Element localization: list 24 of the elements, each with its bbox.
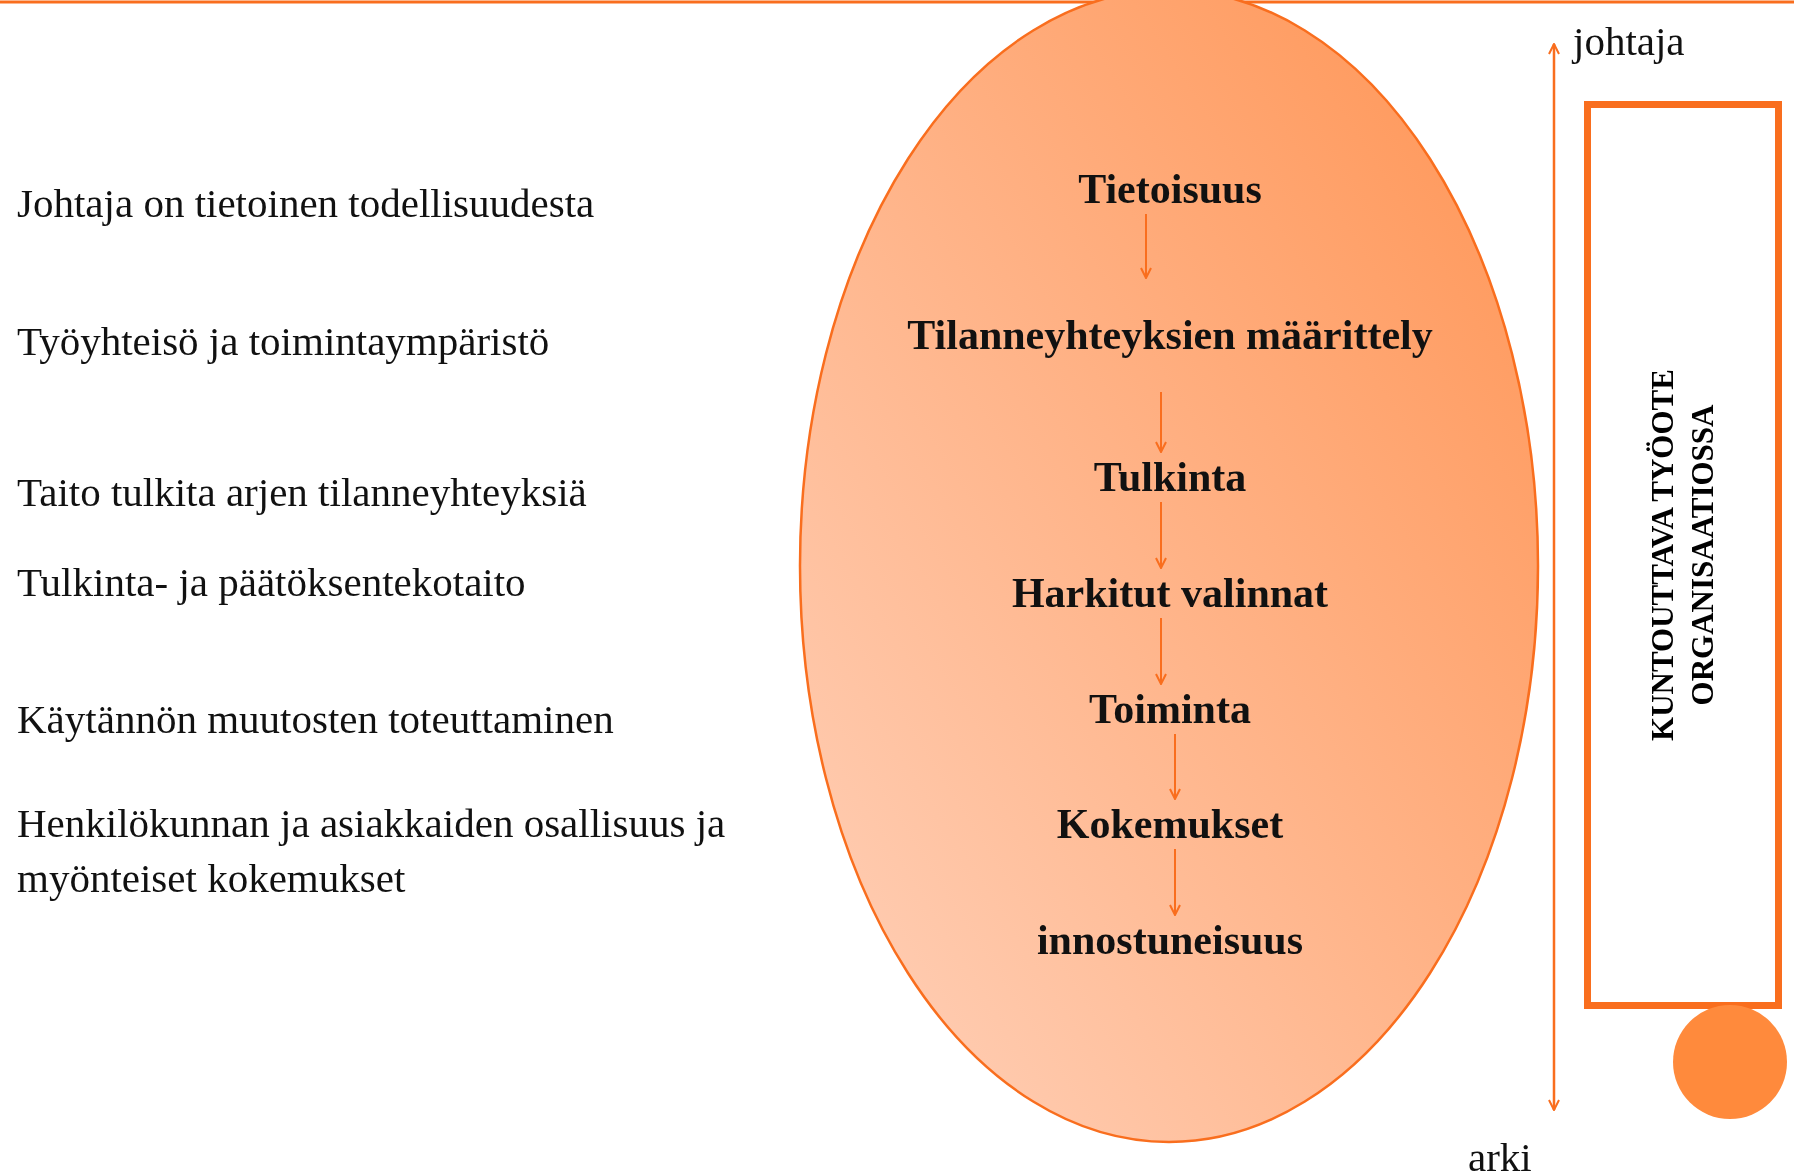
description-text: Taito tulkita arjen tilanneyhteyksiä [17,468,587,517]
flow-arrow [1169,733,1181,800]
flow-arrow [1155,617,1167,685]
scale-end-label: arki [1468,1133,1532,1176]
vertical-heading: KUNTOUTTAVA TYÖOTE ORGANISAATIOSSA [1644,368,1722,743]
description-text: Johtaja on tietoinen todellisuudesta [17,179,595,228]
step-label: Harkitut valinnat [920,568,1420,618]
flow-arrow [1169,848,1181,916]
step-label: innostuneisuus [940,915,1400,965]
description-text: Käytännön muutosten toteuttaminen [17,695,614,744]
flow-arrow [1155,501,1167,569]
circle-marker [1673,1005,1787,1119]
flow-arrow [1140,213,1152,279]
description-text: Työyhteisö ja toimintaympäristö [17,317,550,366]
description-text: Henkilökunnan ja asiakkaiden osallisuus ja myönteiset kokemukset [17,799,727,904]
vertical-label-box [1584,101,1782,1009]
step-label: Tietoisuus [1020,164,1320,214]
step-label: Toiminta [1020,684,1320,734]
step-label: Tulkinta [1020,452,1320,502]
flow-arrow [1155,391,1167,453]
step-label: Tilanneyhteyksien määrittely [900,278,1440,392]
scale-end-label: johtaja [1573,17,1685,66]
step-label: Kokemukset [980,799,1360,849]
description-text: Tulkinta- ja päätöksentekotaito [17,558,526,607]
